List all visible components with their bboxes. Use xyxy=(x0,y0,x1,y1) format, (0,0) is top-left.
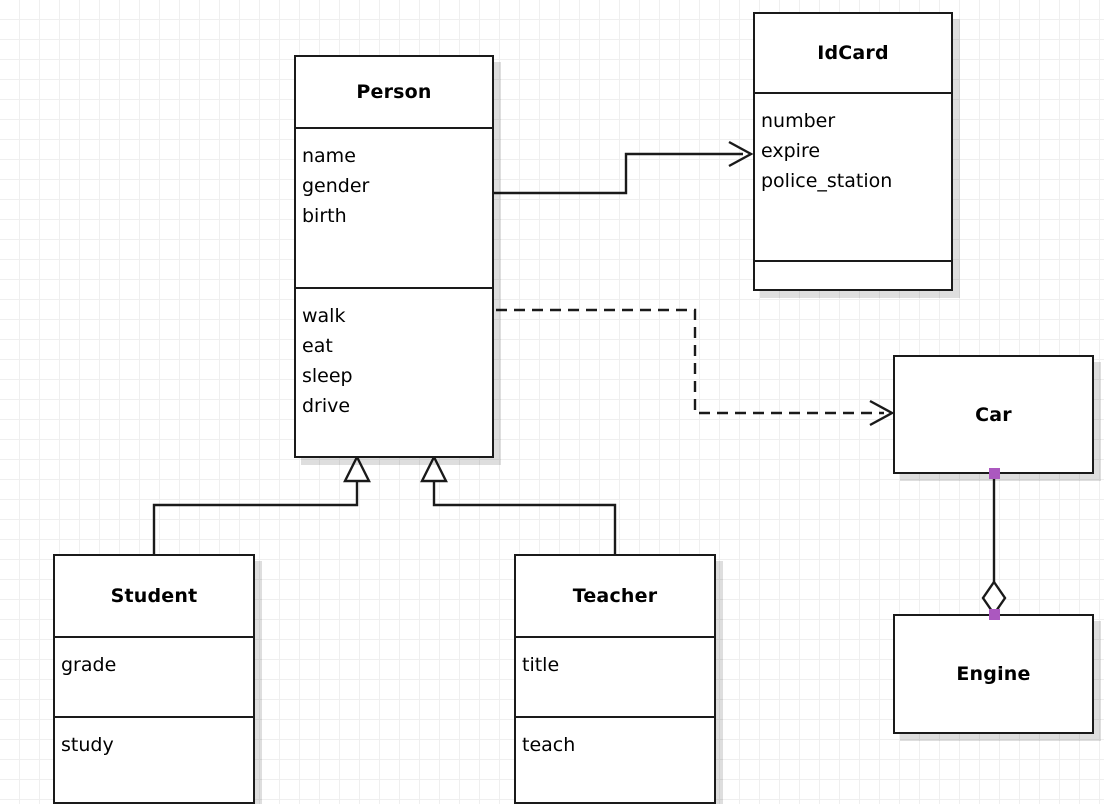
class-name-person: Person xyxy=(356,81,432,103)
method-item: drive xyxy=(302,395,351,417)
methods-student: study xyxy=(55,716,253,804)
class-name-teacher: Teacher xyxy=(572,585,658,607)
attributes-person: name gender birth xyxy=(296,127,492,287)
open-arrowhead-icon xyxy=(869,399,895,427)
attribute-item: number xyxy=(761,110,836,132)
method-item: sleep xyxy=(302,365,353,387)
attribute-item: name xyxy=(302,145,356,167)
methods-person: walk eat sleep drive xyxy=(296,287,492,460)
class-name-car: Car xyxy=(975,403,1012,426)
attribute-item: title xyxy=(522,654,560,676)
attributes-idcard: number expire police_station xyxy=(755,92,951,260)
attribute-item: gender xyxy=(302,175,370,197)
methods-idcard xyxy=(755,260,951,293)
attribute-item: police_station xyxy=(761,170,893,192)
method-item: eat xyxy=(302,335,333,357)
attribute-item: expire xyxy=(761,140,821,162)
aggregation-car-engine[interactable] xyxy=(981,474,1007,617)
association-person-idcard[interactable] xyxy=(494,140,754,195)
attributes-teacher: title xyxy=(516,636,714,716)
generalization-student-person[interactable] xyxy=(152,454,371,554)
attribute-item: birth xyxy=(302,205,347,227)
class-name-student: Student xyxy=(110,585,198,607)
hollow-triangle-arrowhead-icon xyxy=(343,454,371,483)
class-box-car[interactable]: Car xyxy=(893,355,1094,474)
dependency-person-car[interactable] xyxy=(496,308,895,427)
class-box-teacher[interactable]: Teacher title teach xyxy=(514,554,716,804)
hollow-triangle-arrowhead-icon xyxy=(420,454,448,483)
class-box-student[interactable]: Student grade study xyxy=(53,554,255,804)
generalization-teacher-person[interactable] xyxy=(420,454,617,554)
method-item: teach xyxy=(522,734,576,756)
attribute-item: grade xyxy=(61,654,117,676)
class-box-idcard[interactable]: IdCard number expire police_station xyxy=(753,12,953,291)
method-item: study xyxy=(61,734,114,756)
method-item: walk xyxy=(302,305,346,327)
class-box-person[interactable]: Person name gender birth walk eat sleep … xyxy=(294,55,494,458)
link-handle-car-end[interactable] xyxy=(989,468,1000,479)
methods-teacher: teach xyxy=(516,716,714,804)
class-box-engine[interactable]: Engine xyxy=(893,614,1094,734)
class-name-idcard: IdCard xyxy=(817,42,889,64)
open-arrowhead-icon xyxy=(728,140,754,168)
attributes-student: grade xyxy=(55,636,253,716)
link-handle-engine-end[interactable] xyxy=(989,609,1000,620)
class-name-engine: Engine xyxy=(956,663,1031,685)
